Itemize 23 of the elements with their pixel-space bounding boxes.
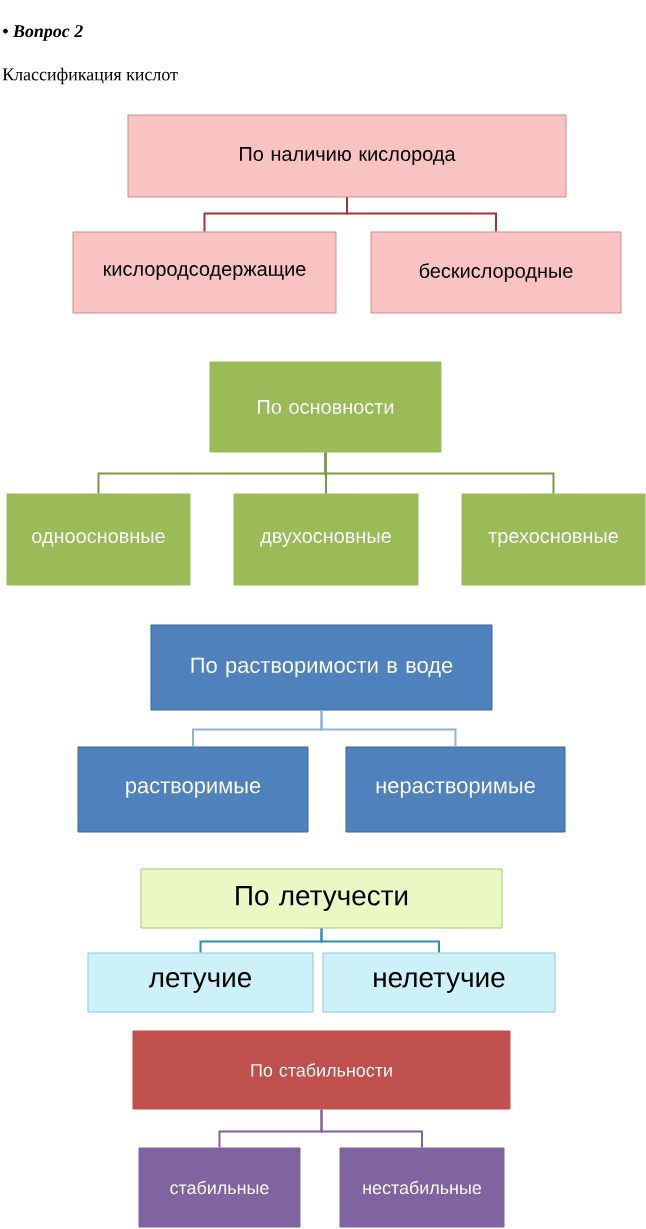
category-box: растворимые: [77, 746, 309, 833]
connector-line: [324, 451, 555, 495]
category-box: летучие: [87, 952, 314, 1013]
category-box: нестабильные: [339, 1147, 505, 1228]
category-box: стабильные: [138, 1147, 301, 1228]
category-box: По растворимости в воде: [150, 624, 493, 711]
question-heading: • Вопрос 2: [3, 25, 83, 41]
category-box: двухосновные: [233, 493, 419, 586]
category-box: одноосновные: [6, 493, 191, 586]
category-box: По основности: [209, 361, 442, 453]
connector-line: [320, 709, 457, 748]
category-box: нелетучие: [322, 952, 556, 1013]
connector-line: [320, 1108, 423, 1149]
category-box: трехосновные: [461, 493, 646, 586]
category-box: По стабильности: [132, 1030, 511, 1110]
connector-line: [320, 927, 440, 954]
connector-line: [346, 196, 497, 233]
category-box: По летучести: [140, 868, 503, 929]
category-box: кислородсодержащие: [72, 231, 337, 314]
category-box: бескислородные: [370, 231, 622, 314]
caption-text: Классификация кислот: [2, 67, 178, 85]
category-box: нерастворимые: [345, 746, 566, 833]
category-box: По наличию кислорода: [127, 114, 567, 198]
